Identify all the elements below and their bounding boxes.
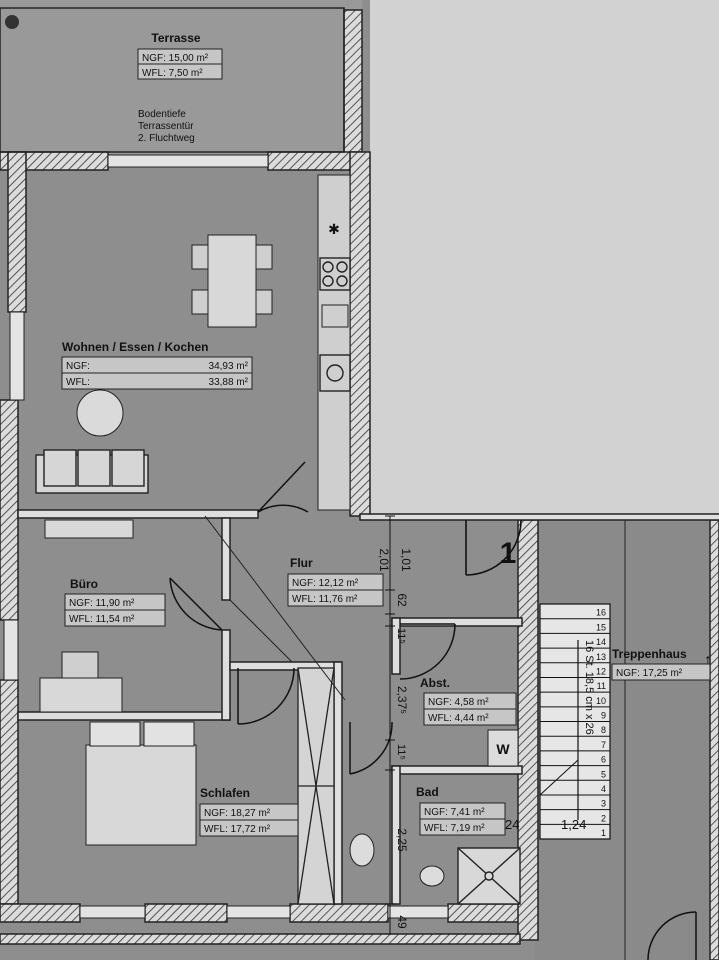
wardrobe	[297, 667, 335, 905]
stair-step-number: 11	[597, 681, 606, 691]
office-chair	[61, 651, 99, 679]
terrasse-ngf: NGF: 15,00 m²	[142, 53, 209, 64]
washer-label: W	[496, 741, 510, 757]
terrace-outline	[0, 7, 345, 153]
living-door	[257, 461, 309, 513]
buero-ngf: NGF: 11,90 m²	[69, 598, 135, 609]
treppenhaus-ngf: NGF: 17,25 m²	[616, 668, 683, 679]
sink-icon	[321, 304, 349, 328]
stair-step-number: 16	[596, 608, 606, 618]
buero-wfl: WFL: 11,54 m²	[69, 614, 135, 625]
dim-2-01: 2,01	[377, 548, 391, 572]
wohnen-wfl-label: WFL:	[66, 377, 90, 388]
abst-wfl: WFL: 4,44 m²	[428, 713, 489, 724]
stair-step-number: 4	[601, 784, 606, 794]
dim-11-5-bottom: 11⁵	[395, 744, 407, 760]
office-shelf	[44, 519, 134, 539]
windows	[3, 154, 449, 919]
stair-step-number: 8	[601, 725, 606, 735]
exterior-walls	[0, 9, 719, 960]
dim-2-37-5: 2,37⁵	[395, 686, 409, 714]
washer-box	[487, 729, 519, 767]
schlafen-wfl: WFL: 17,72 m²	[204, 824, 271, 835]
stair-step-number: 1	[601, 828, 606, 838]
bed-pillow-left	[89, 721, 141, 747]
stair-arrow-icon: ↑	[704, 652, 712, 669]
drain-icon	[5, 15, 19, 29]
oven-icon	[319, 354, 351, 392]
flur-guide-lines	[204, 515, 346, 701]
treppenhaus-name: Treppenhaus	[612, 647, 687, 661]
bad-wfl: WFL: 7,19 m²	[424, 823, 485, 834]
dim-1-01: 1,01	[399, 548, 413, 572]
stair-step-number: 12	[596, 666, 606, 676]
stair-landing-line	[539, 759, 579, 796]
dining-table	[207, 234, 257, 328]
dim-11-5-top: 11⁵	[395, 628, 407, 644]
stair-spec: 16 St. 18,5 cm x 26	[583, 640, 595, 735]
schlafen-name: Schlafen	[200, 786, 250, 800]
bedroom-door	[237, 667, 295, 725]
stair-step-number: 2	[601, 813, 606, 823]
stair-step-number: 9	[601, 711, 606, 721]
cooktop-icon	[319, 257, 351, 291]
stair-step-number: 6	[601, 755, 606, 765]
stair-step-number: 15	[596, 622, 606, 632]
bathroom-door	[349, 721, 393, 775]
flur-ngf: NGF: 12,12 m²	[292, 578, 359, 589]
treppenhaus-area-box	[611, 663, 711, 681]
storage-door	[399, 623, 456, 680]
bed	[85, 744, 197, 846]
interior-walls	[17, 509, 719, 905]
office-desk	[39, 677, 123, 713]
terrasse-note-2: Terrassentür	[138, 121, 194, 132]
dining-chairs	[191, 244, 273, 315]
buero-name: Büro	[70, 577, 98, 591]
stair-step-number: 14	[596, 637, 606, 647]
stair-step-number: 3	[601, 799, 606, 809]
dim-2-25: 2,25	[395, 828, 409, 852]
wohnen-name: Wohnen / Essen / Kochen	[62, 340, 208, 354]
washbasin-icon	[419, 865, 445, 887]
toilet-icon	[349, 833, 375, 867]
stair-step-number: 13	[596, 652, 606, 662]
shower-tray	[457, 847, 521, 905]
sofa	[35, 449, 149, 494]
wohnen-ngf-value: 34,93 m²	[209, 361, 249, 372]
dim-1-24: 1,24	[561, 817, 586, 832]
wohnen-ngf-label: NGF:	[66, 361, 90, 372]
dim-49: 49	[395, 915, 409, 929]
bad-ngf: NGF: 7,41 m²	[424, 807, 485, 818]
dimension-ticks	[385, 515, 395, 905]
schlafen-ngf: NGF: 18,27 m²	[204, 808, 271, 819]
terrasse-note-1: Bodentiefe	[138, 109, 186, 120]
fridge-icon: ✱	[328, 221, 340, 237]
dim-24: 24	[505, 817, 519, 832]
kitchen-counter	[317, 174, 351, 511]
stair-treads	[540, 603, 610, 825]
wohnen-wfl-value: 33,88 m²	[209, 377, 249, 388]
bad-name: Bad	[416, 785, 439, 799]
coffee-table	[76, 389, 124, 437]
stairwell-door	[647, 911, 697, 960]
office-door	[169, 577, 223, 631]
dim-62: 62	[395, 593, 409, 607]
stair-step-number: 10	[596, 696, 606, 706]
unit-number: 1	[500, 537, 517, 570]
abst-ngf: NGF: 4,58 m²	[428, 697, 489, 708]
abst-name: Abst.	[420, 676, 450, 690]
entrance-door	[465, 519, 522, 576]
terrasse-name: Terrasse	[151, 31, 200, 45]
outside-area	[370, 0, 719, 515]
stair-step-number: 5	[601, 769, 606, 779]
terrasse-note-3: 2. Fluchtweg	[138, 133, 195, 144]
flur-wfl: WFL: 11,76 m²	[292, 594, 358, 605]
stair-step-numbers: 16 15 14 13 12 11 10 9 8 7 6 5 4 3 2 1	[596, 608, 606, 838]
bed-pillow-right	[143, 721, 195, 747]
terrasse-wfl: WFL: 7,50 m²	[142, 68, 203, 79]
flur-name: Flur	[290, 556, 313, 570]
stair-step-number: 7	[601, 740, 606, 750]
